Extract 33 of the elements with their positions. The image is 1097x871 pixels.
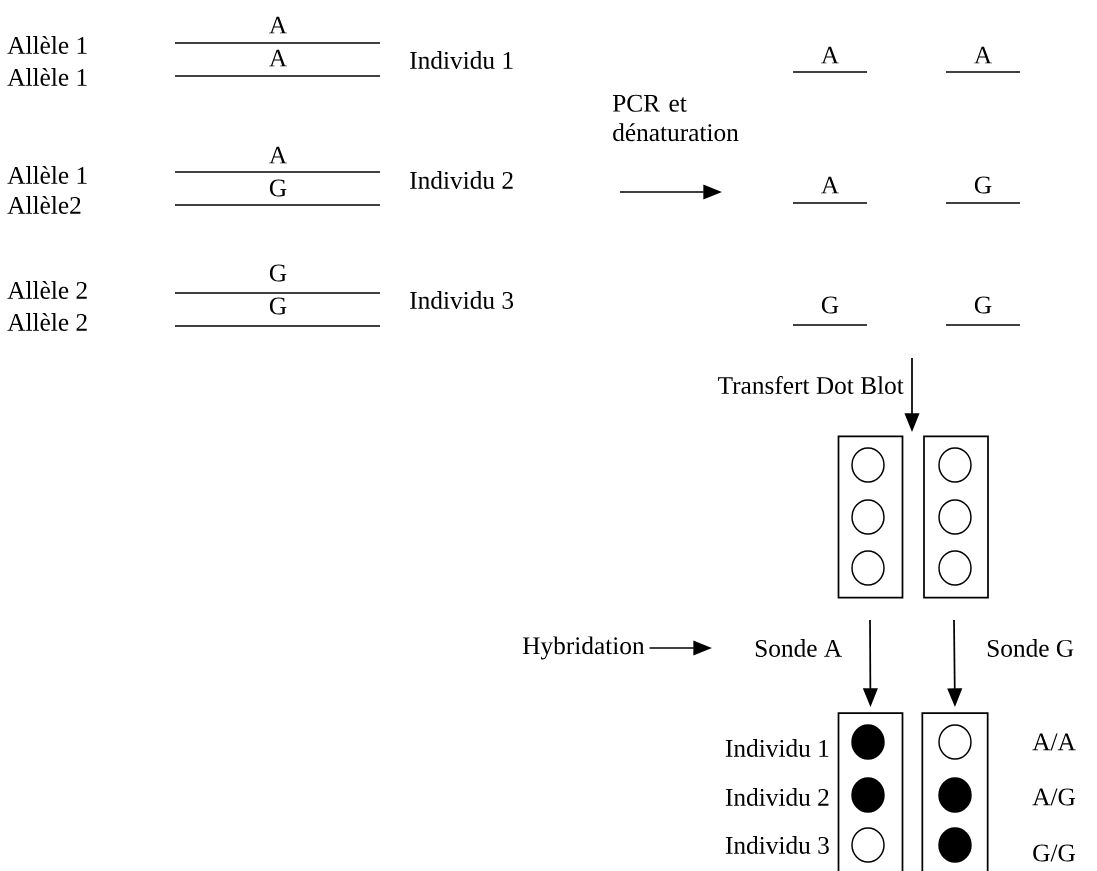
membrane-drawing [923,435,989,599]
text-label: Allèle 1 [7,68,87,86]
membrane-drawing [837,435,904,599]
base-letter: A [269,49,287,67]
text-label: A/G [1032,788,1076,806]
base-letter: G [821,296,839,314]
base-letter: G [269,179,287,197]
text-label: Allèle2 [7,196,81,214]
text-label: G/G [1033,844,1076,862]
text-label: Allèle 1 [7,36,87,54]
base-letter: A [974,46,992,64]
base-letter: A [821,46,839,64]
base-letter: G [974,296,992,314]
text-label: Transfert Dot Blot [718,375,904,395]
text-label: PCR et dénaturation [612,94,739,142]
membrane-drawing [921,712,989,871]
text-label: Individu 3 [410,291,514,309]
text-label: Individu 2 [410,171,513,189]
step-label: Sonde A [755,639,842,657]
base-letter: G [269,297,287,315]
membrane-drawing [837,712,904,871]
base-letter: G [974,176,992,194]
step-label: Hybridation [522,636,645,660]
text-label: Allèle 2 [7,313,87,331]
base-letter: A [821,176,839,194]
text-label: A/A [1032,733,1076,751]
base-letter: A [269,16,287,34]
text-label: Sonde G [987,639,1074,657]
text-label: Allèle 2 [7,281,87,299]
text-label: Allèle 1 [7,166,87,184]
text-label: Individu 1 [410,51,513,69]
base-letter: A [269,146,287,164]
base-letter: G [269,264,287,282]
